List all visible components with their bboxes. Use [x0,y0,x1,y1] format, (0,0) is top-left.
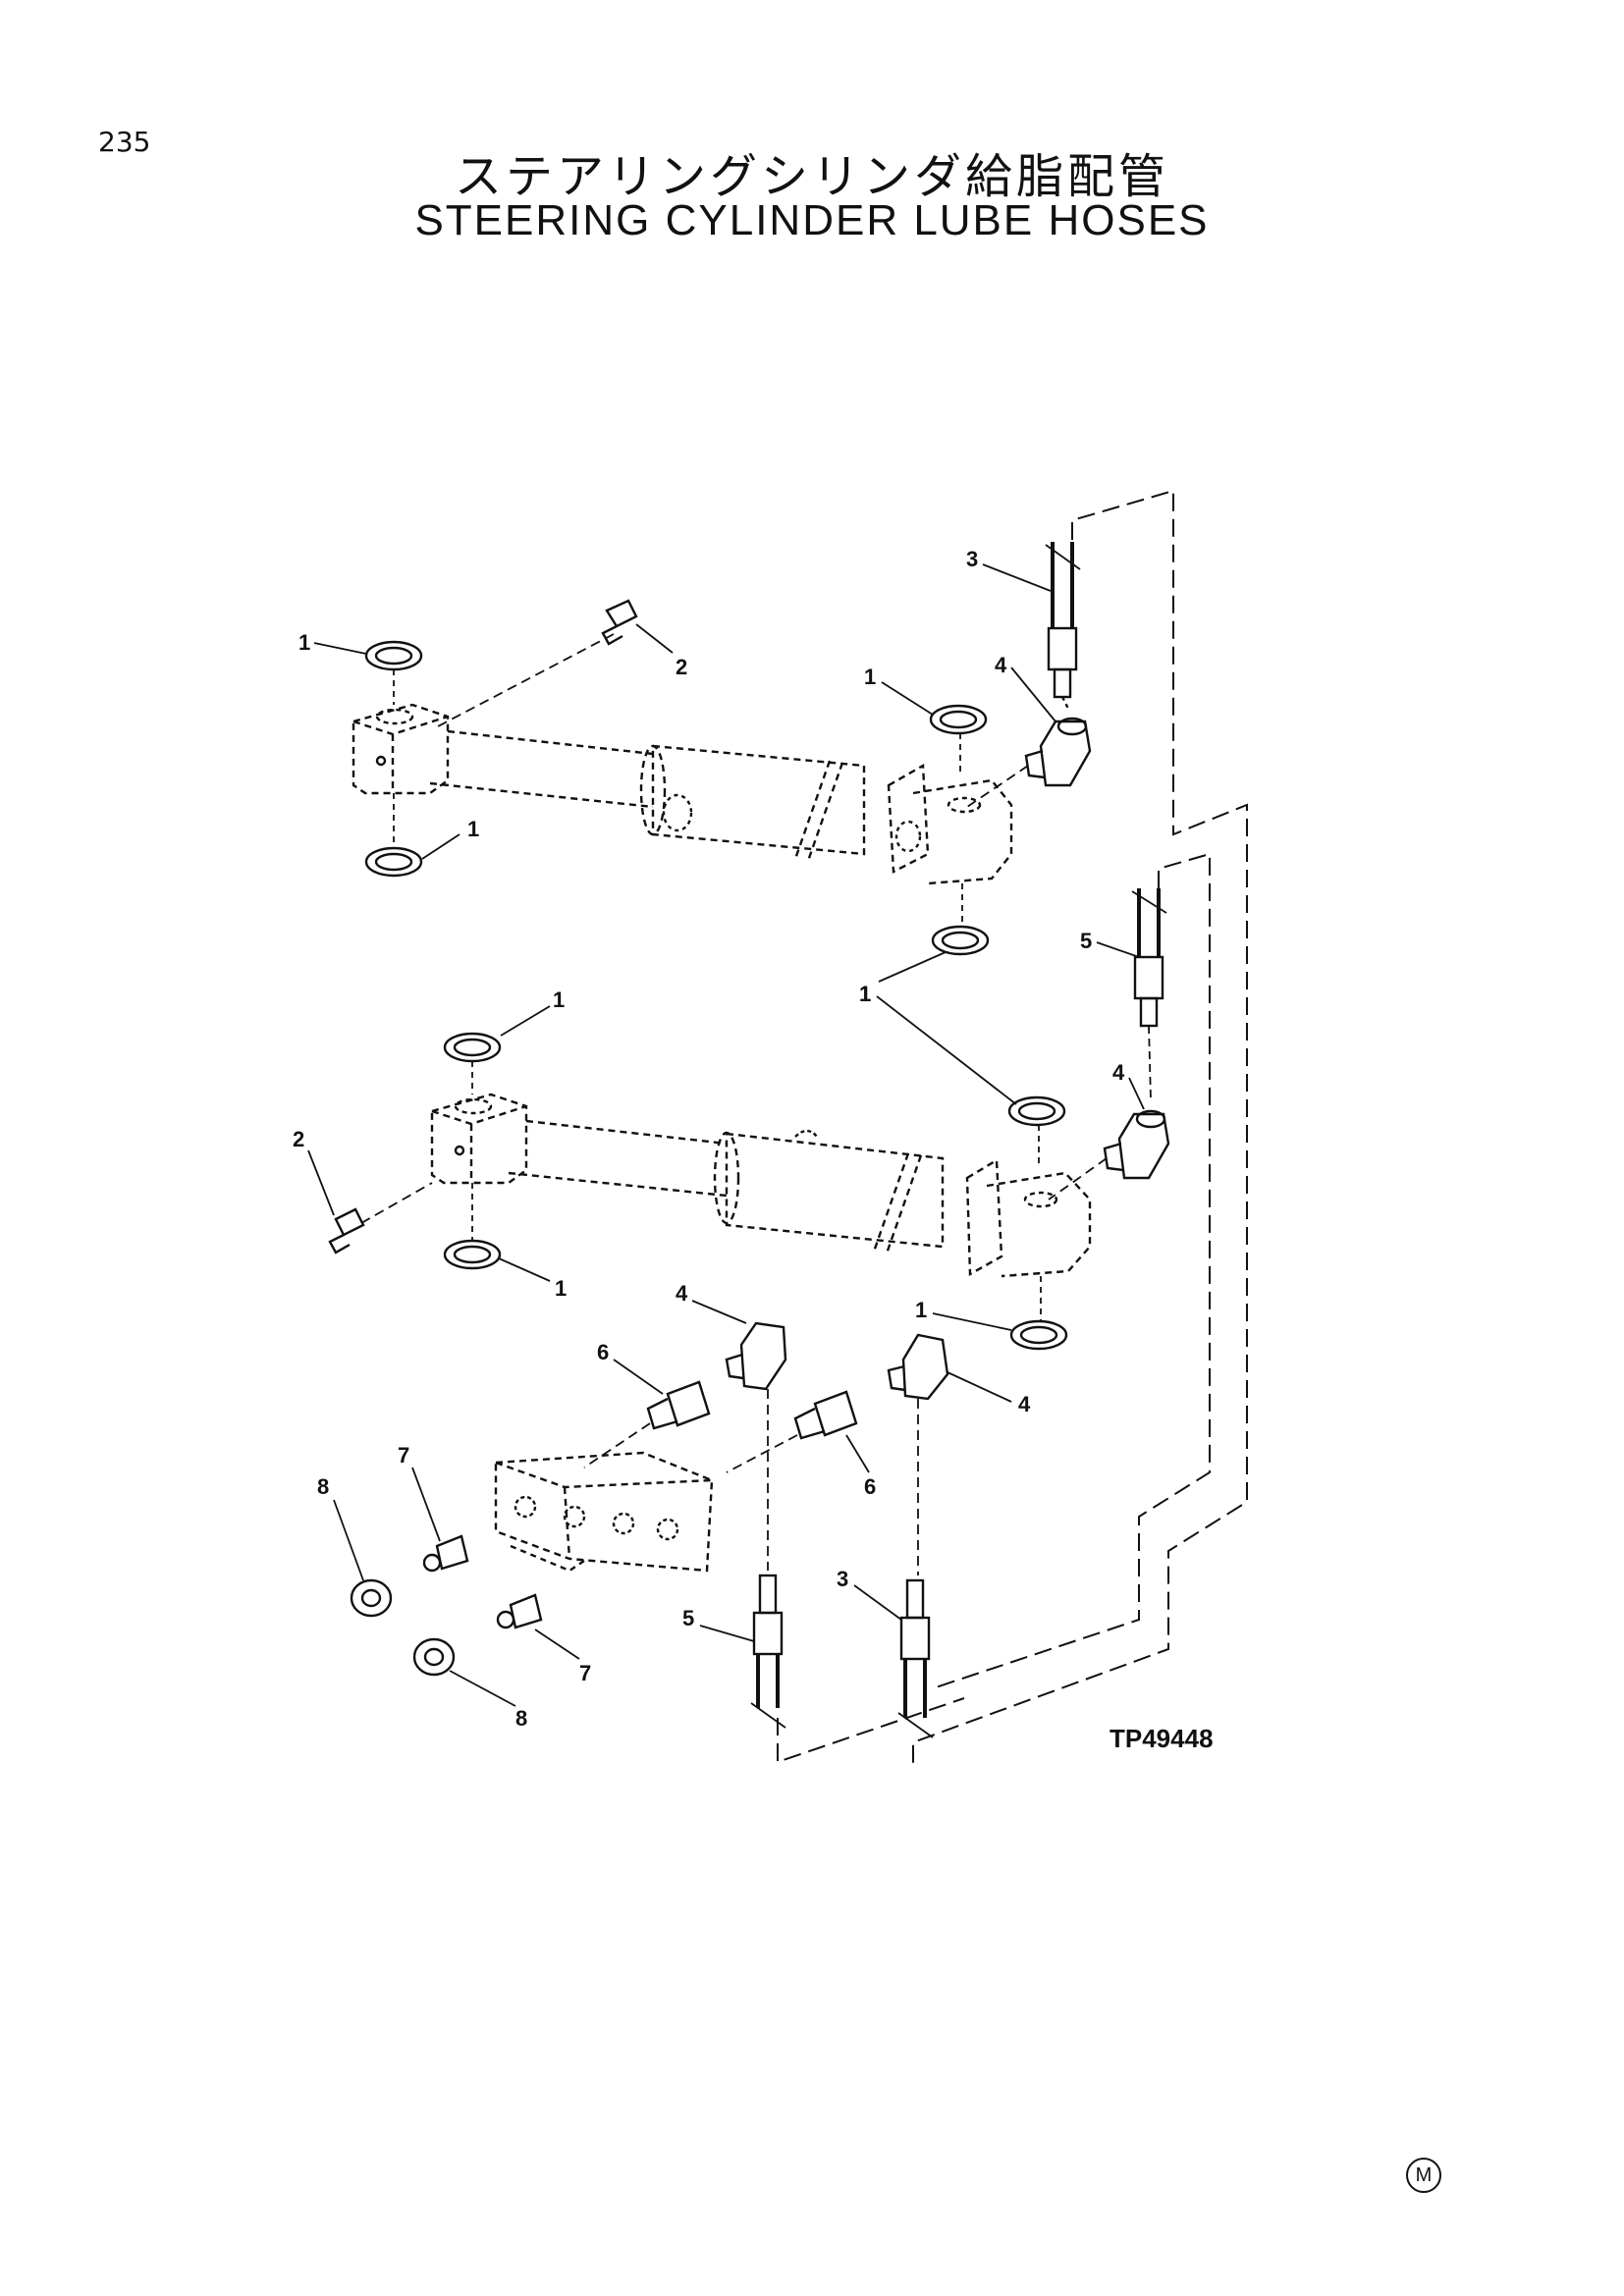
grease-fittings [328,599,638,1255]
callout-7-upper: 7 [398,1443,409,1468]
callout-7-lower: 7 [579,1661,591,1685]
circled-m-mark: M [1406,2158,1441,2193]
routing-lines [777,489,1248,1767]
upper-cylinder [352,703,1013,885]
callout-4-manifold-left: 4 [676,1281,688,1306]
callout-1-upper-left: 1 [298,630,310,655]
callout-8-upper: 8 [317,1474,329,1499]
page-number: 235 [98,126,151,158]
lower-cylinder [430,1093,1092,1278]
elbow-fittings [725,717,1170,1401]
callout-4-manifold-right: 4 [1018,1392,1031,1416]
callout-1-lower-right: 1 [859,982,871,1006]
callout-4-lower-right: 4 [1112,1060,1125,1085]
callout-6-right: 6 [864,1474,876,1499]
diagram-reference-code: TP49448 [1110,1724,1214,1753]
callout-6-left: 6 [597,1340,609,1364]
callout-1-upper-bottom: 1 [467,817,479,841]
callout-5-lower: 5 [682,1606,694,1630]
callout-1-middle: 1 [859,982,871,1006]
connectors-and-nuts [350,1534,543,1677]
hoses [750,542,1167,1738]
washers [364,640,1068,1351]
callout-5-upper: 5 [1080,929,1092,953]
callout-1-lower-left-bottom: 1 [555,1276,567,1301]
callout-1-lower-right-bottom: 1 [915,1298,927,1322]
callout-8-lower: 8 [515,1706,527,1731]
callout-1-lower-left-top: 1 [553,988,565,1012]
callout-2-upper: 2 [676,655,687,679]
callout-1-upper-right: 1 [864,665,876,689]
callout-3-lower: 3 [837,1567,848,1591]
manifold-block [494,1451,714,1573]
title-english: STEERING CYLINDER LUBE HOSES [414,196,1210,244]
callout-4-upper: 4 [995,653,1007,677]
title-japanese: ステアリングシリンダ給脂配管 [454,149,1169,204]
adapters [646,1380,858,1440]
callout-3-upper: 3 [966,547,978,571]
callout-2-lower: 2 [293,1127,304,1151]
